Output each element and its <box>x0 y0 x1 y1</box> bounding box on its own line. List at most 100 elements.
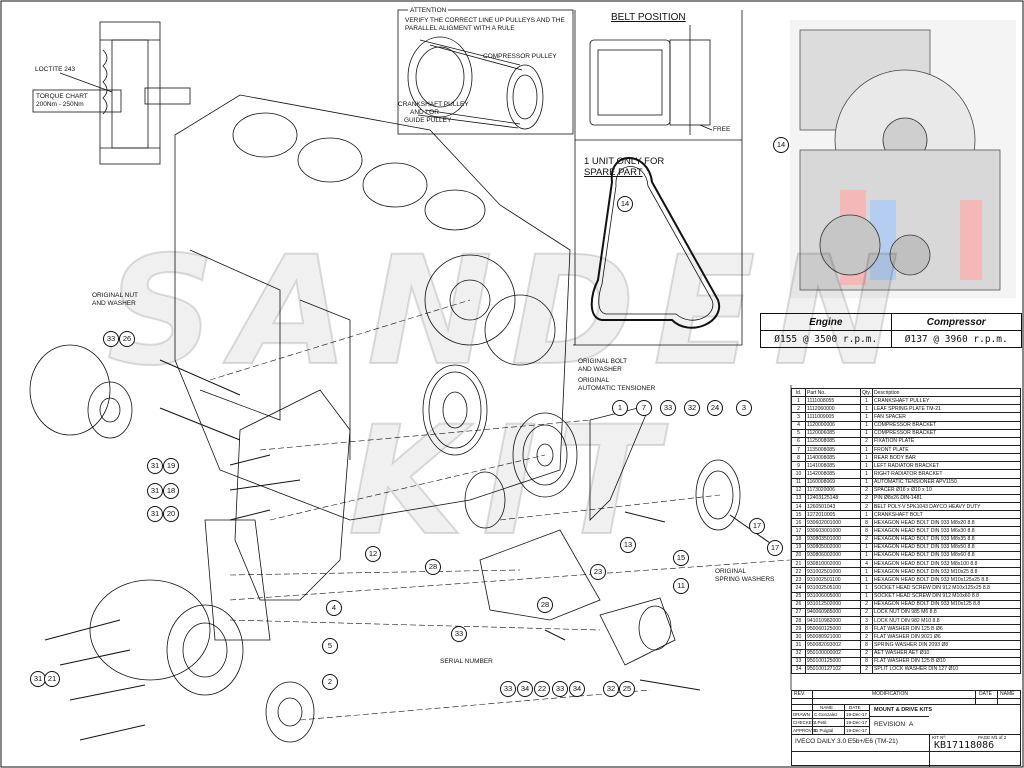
part-qty: 2 <box>860 648 873 658</box>
speed-header-compressor: Compressor <box>890 313 1022 331</box>
part-id: 21 <box>791 558 806 569</box>
part-id: 26 <box>791 599 806 609</box>
part-id: 2 <box>791 404 806 414</box>
callout-33: 33 <box>552 681 568 697</box>
part-description: FLAT WASHER DIN 125 B Ø10 <box>872 656 1021 666</box>
bolts <box>44 359 781 741</box>
part-description: COMPRESSOR BRACKET <box>872 420 1021 430</box>
callout-4: 4 <box>326 600 342 616</box>
part-description: HEXAGON HEAD BOLT DIN 933 M8x100 8.8 <box>872 558 1021 569</box>
part-id: 7 <box>791 444 806 455</box>
compressor-bracket <box>204 389 651 641</box>
part-id: 11 <box>791 477 806 487</box>
callout-14: 14 <box>773 137 789 153</box>
part-description: HEXAGON HEAD BOLT DIN 933 M10x125x25 8.8 <box>872 575 1021 585</box>
tb-revision-label: REVISION <box>874 721 906 728</box>
part-id: 16 <box>791 518 806 528</box>
part-description: LOCK NUT DIN 985 M6 8.8 <box>872 607 1021 617</box>
col-part-no: Part No. <box>805 387 861 398</box>
part-id: 9 <box>791 461 806 471</box>
part-description: SOCKET HEAD SCREW DIN 912 M10x60 8.8 <box>872 591 1021 601</box>
watermark-kit: KIT <box>347 394 677 570</box>
tb-approved-name: E. Puigtal <box>814 728 834 733</box>
tb-checked-name: J.Petit <box>814 720 827 725</box>
part-qty: 2 <box>860 607 873 617</box>
part-number: 1272010005 <box>805 510 861 520</box>
part-description: FAN SPACER <box>872 412 1021 422</box>
part-qty: 1 <box>860 591 873 601</box>
part-id: 22 <box>791 567 806 577</box>
callout-23: 23 <box>590 564 606 580</box>
part-description: CRANKSHAFT BOLT <box>872 510 1021 520</box>
part-description: HEXAGON HEAD BOLT DIN 933 M10x25 8.8 <box>872 567 1021 577</box>
original-bolt-label-2: AND WASHER <box>578 366 622 373</box>
part-qty: 1 <box>860 412 873 422</box>
belt-position-box <box>574 10 742 345</box>
callout-31: 31 <box>147 506 163 522</box>
part-number: 931002505100 <box>805 583 861 593</box>
part-number: 1141008085 <box>805 461 861 471</box>
callout-20: 20 <box>163 506 179 522</box>
part-qty: 2 <box>860 664 873 674</box>
part-qty: 1 <box>860 396 873 406</box>
tb-page-label: PAGE Nº <box>978 735 997 740</box>
part-number: 1125008085 <box>805 436 861 446</box>
compressor-pulley-label: COMPRESSOR PULLEY <box>483 53 557 60</box>
part-description: LEFT RADIATOR BRACKET <box>872 461 1021 471</box>
part-description: FRONT PLATE <box>872 444 1021 455</box>
part-id: 23 <box>791 575 806 585</box>
automatic-tensioner <box>599 597 676 666</box>
part-id: 5 <box>791 428 806 438</box>
part-id: 6 <box>791 436 806 446</box>
part-id: 27 <box>791 607 806 617</box>
part-description: BELT POLY-V 5PK1043 DAYCO HEAVY DUTY <box>872 501 1021 512</box>
callout-34: 34 <box>517 681 533 697</box>
part-number: 1142008085 <box>805 469 861 479</box>
part-number: 930603001000 <box>805 526 861 536</box>
part-number: 12403125148 <box>805 493 861 503</box>
tb-col-date: DATE <box>849 705 861 710</box>
part-qty: 1 <box>860 420 873 430</box>
part-qty: 2 <box>860 534 873 544</box>
part-id: 13 <box>791 493 806 503</box>
tb-revision-value: A <box>909 721 914 728</box>
spare-part-note-1: 1 UNIT ONLY FOR <box>584 156 665 167</box>
crank-pulley-label-1: CRANKSHAFT PULLEY <box>398 101 469 108</box>
part-id: 25 <box>791 591 806 601</box>
part-qty: 8 <box>860 526 873 536</box>
part-qty: 4 <box>860 558 873 569</box>
part-number: 930805002000 <box>805 542 861 552</box>
col-qty: Qty. <box>860 387 873 398</box>
part-id: 30 <box>791 632 806 642</box>
part-qty: 2 <box>860 485 873 495</box>
callout-22: 22 <box>534 681 550 697</box>
part-id: 1 <box>791 396 806 406</box>
part-id: 19 <box>791 542 806 552</box>
part-number: 1140008085 <box>805 453 861 463</box>
part-description: CRANKSHAFT PULLEY <box>872 396 1021 406</box>
part-number: 1112060000 <box>805 404 861 414</box>
part-qty: 1 <box>860 404 873 414</box>
col-description: Description <box>872 387 1021 398</box>
crankshaft-pulleys <box>422 364 741 531</box>
part-id: 29 <box>791 624 806 634</box>
